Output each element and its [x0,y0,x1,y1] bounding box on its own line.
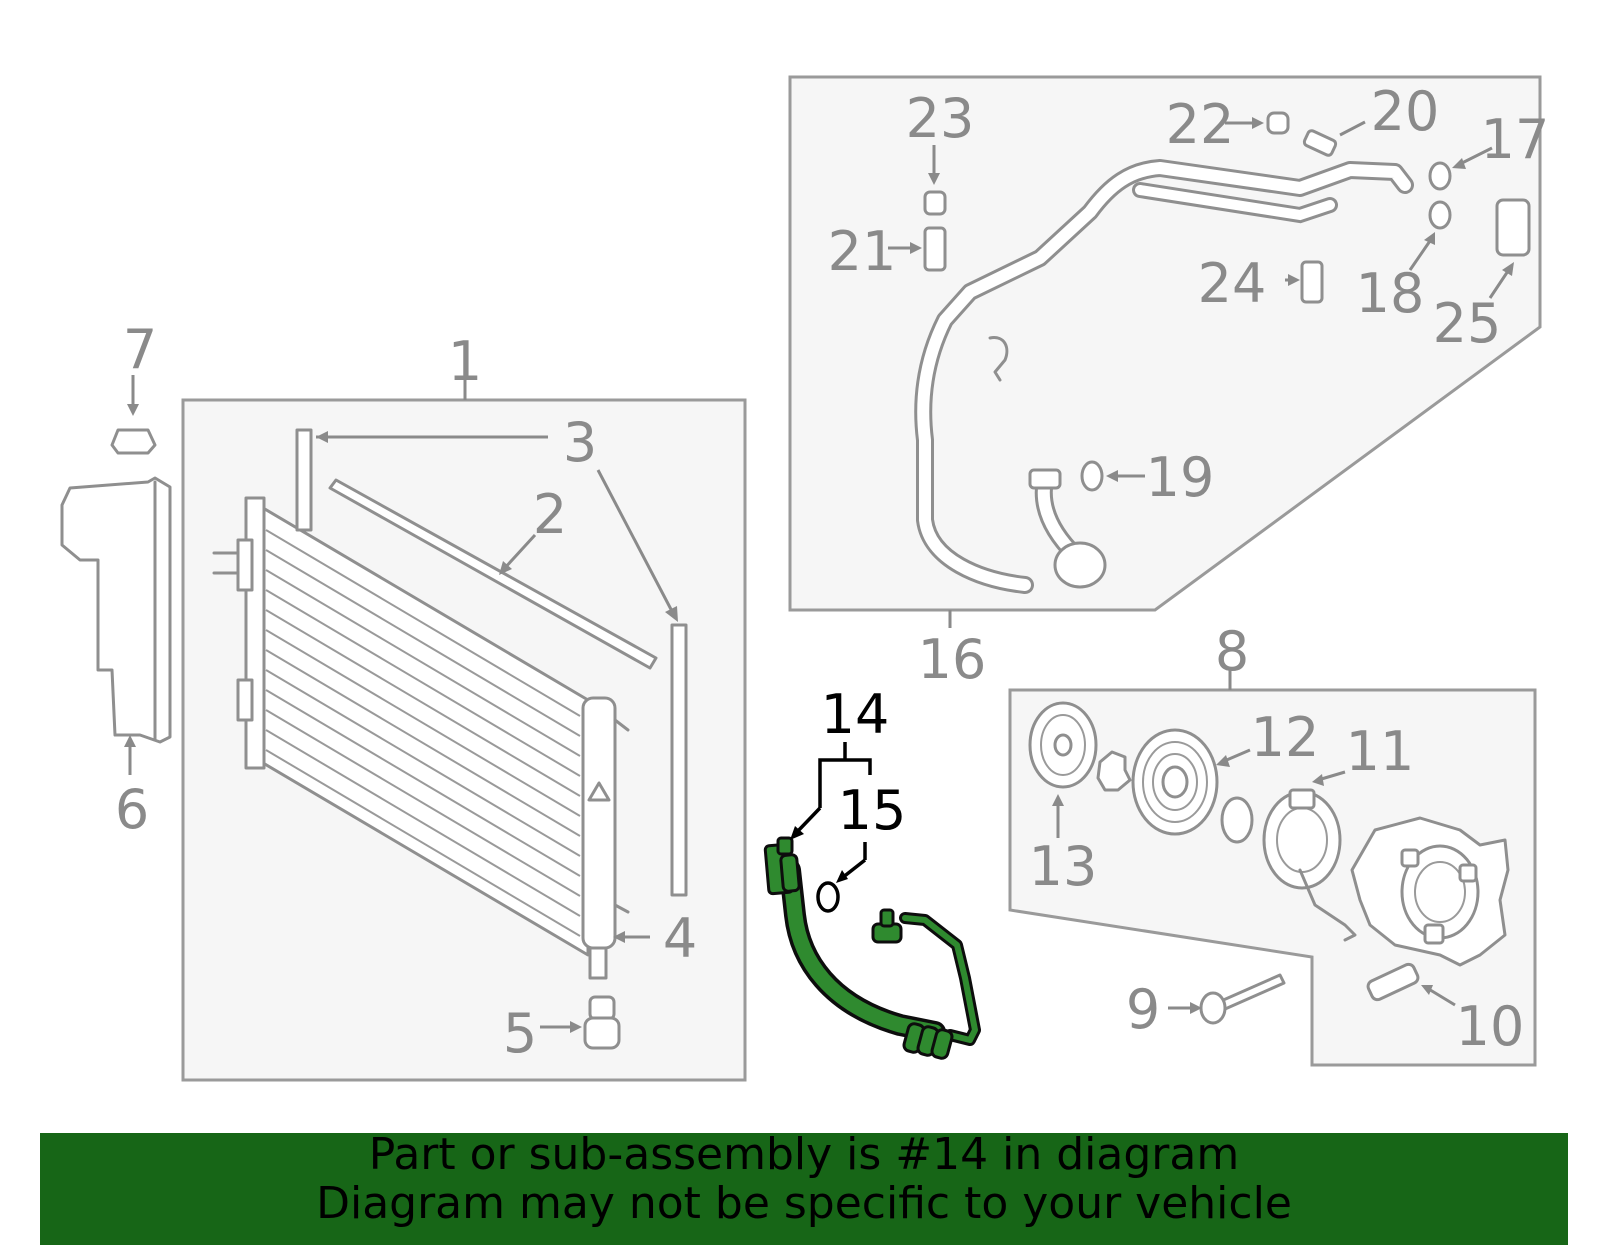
pipe-assembly-box [788,75,1542,612]
expansion-valve-25 [1495,198,1531,257]
callout-4: 4 [663,907,697,970]
air-guide-group: 7 6 [60,318,172,841]
side-seal-left [295,428,313,532]
callout-1: 1 [448,330,482,393]
callout-24: 24 [1198,252,1267,315]
compressor-group: 8 13 12 11 [1008,620,1537,1067]
control-valve-10 [1366,962,1420,1002]
snap-ring [1220,796,1254,844]
callout-5: 5 [503,1002,537,1065]
footer-background [40,1133,1568,1245]
upper-seal [328,478,658,670]
callout-18: 18 [1356,262,1425,325]
callout-16: 16 [918,628,987,691]
condenser-core [212,496,630,980]
callout-2: 2 [533,483,567,546]
callout-9: 9 [1126,978,1160,1041]
cap-22 [1266,111,1290,135]
valve-24 [1300,260,1324,304]
shim [1096,750,1132,792]
callout-20: 20 [1371,80,1440,143]
compressor-body [1350,816,1510,967]
callout-3: 3 [563,411,597,474]
footer-line-2: Diagram may not be specific to your vehi… [316,1178,1292,1229]
condenser-group: 1 [181,330,747,1082]
callout-13: 13 [1029,835,1098,898]
callout-22: 22 [1166,93,1235,156]
callout-23: 23 [906,87,975,150]
callout-7: 7 [123,318,157,381]
discharge-hose-14 [763,836,981,1060]
side-seal-right [670,623,688,897]
callout-17: 17 [1481,108,1550,171]
callout-6: 6 [115,778,149,841]
callout-21: 21 [828,220,897,283]
nut [110,428,157,455]
o-ring-19 [1080,460,1104,492]
air-guide [60,476,172,744]
o-ring-18 [1428,200,1452,230]
o-ring-17 [1428,161,1452,191]
footer-banner: Part or sub-assembly is #14 in diagram D… [40,1133,1568,1245]
callout-12: 12 [1251,706,1320,769]
footer-line-1: Part or sub-assembly is #14 in diagram [369,1133,1239,1180]
callout-19: 19 [1146,446,1215,509]
callout-11: 11 [1346,720,1415,783]
dryer-plug [583,995,621,1050]
pipe-assembly-group: 16 23 21 22 20 17 [788,75,1550,691]
o-ring-15 [816,881,840,913]
callout-14: 14 [821,683,890,746]
callout-8: 8 [1215,620,1249,683]
sensor-20 [1302,129,1338,157]
cap-23 [923,190,947,216]
callout-15: 15 [838,779,907,842]
callout-10: 10 [1456,995,1525,1058]
callout-14-group: 14 15 [790,683,907,913]
valve-21 [923,226,947,272]
callout-25: 25 [1433,292,1502,355]
